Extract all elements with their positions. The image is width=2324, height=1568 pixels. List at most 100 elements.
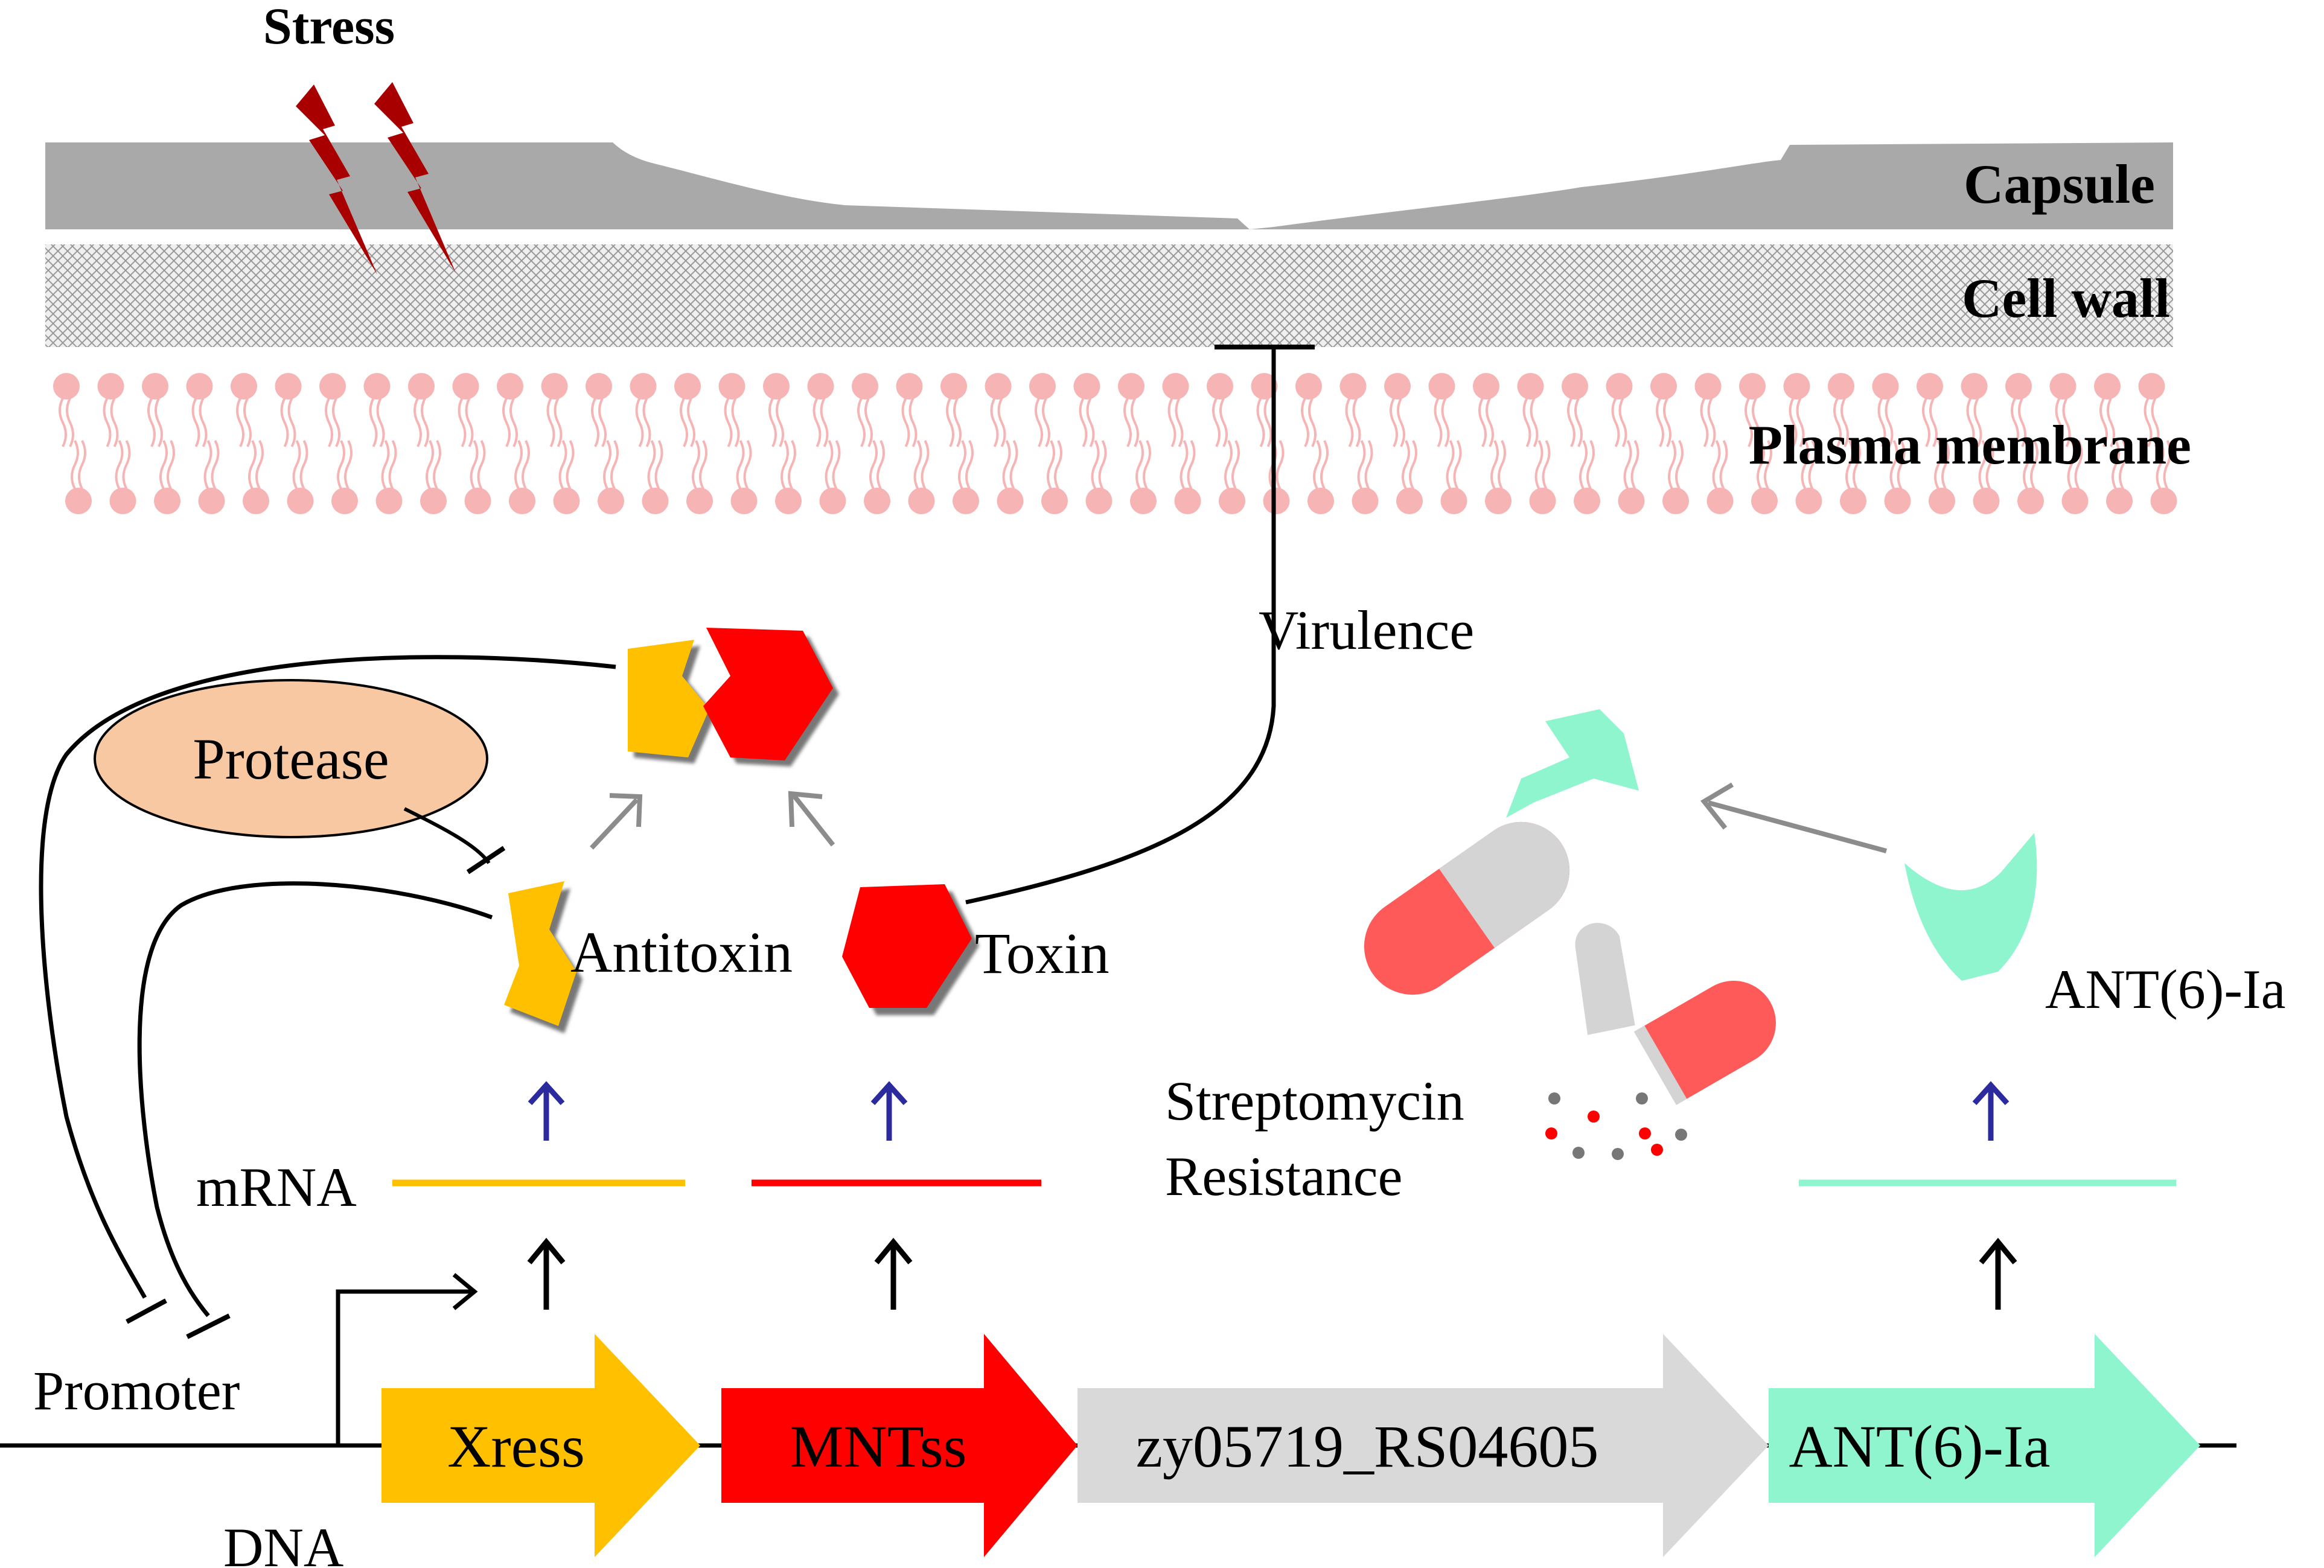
lipid-head	[763, 373, 790, 400]
lipid-tail	[1922, 398, 1938, 447]
lipid-head	[1574, 488, 1600, 514]
lipid-tail	[692, 440, 707, 489]
lipid-tail	[913, 440, 930, 489]
transcription-arrow-icon	[527, 1237, 566, 1310]
ant-bound-protein-icon	[1506, 709, 1639, 818]
lipid-head	[718, 373, 745, 400]
lipid-head	[1029, 373, 1056, 400]
lipid-tail	[603, 440, 619, 489]
gene-mntss: MNTss	[721, 1334, 1077, 1557]
resistance-label: Resistance	[1165, 1146, 1402, 1207]
lipid-tail	[71, 440, 86, 489]
lipid-head	[1872, 373, 1899, 400]
cell-wall-label: Cell wall	[1962, 267, 2170, 329]
capsule-label: Capsule	[1964, 153, 2155, 215]
lipid-tail	[2144, 398, 2160, 447]
lipid-tail	[958, 440, 974, 489]
lipid-tail	[1313, 440, 1329, 489]
lipid-head	[630, 373, 657, 400]
lipid-tail	[458, 398, 474, 447]
lipid-head	[408, 373, 435, 400]
lipid-tail	[1877, 398, 1894, 447]
translation-arrow-icon	[1972, 1081, 2010, 1141]
lipid-tail	[1522, 398, 1539, 447]
lipid-head	[940, 373, 967, 400]
gene-ant-arrow	[1769, 1334, 2200, 1557]
lipid-tail	[546, 398, 563, 447]
lipid-head	[1073, 373, 1100, 400]
lipid-head	[509, 488, 535, 514]
protease-label: Protease	[193, 727, 389, 791]
lipid-tail	[147, 398, 163, 447]
lipid-head	[186, 373, 213, 400]
lipid-head	[420, 488, 447, 514]
lipid-head	[1307, 488, 1334, 514]
lipid-head	[1739, 373, 1766, 400]
lipid-head	[275, 373, 302, 400]
lipid-head	[1783, 373, 1810, 400]
lipid-head	[1929, 488, 1955, 514]
lipid-tail	[1801, 440, 1817, 489]
lipid-head	[1485, 488, 1512, 514]
lipid-head	[1917, 373, 1943, 400]
lipid-tail	[1091, 440, 1107, 489]
lipid-head	[674, 373, 701, 400]
gene-ant-label: ANT(6)-Ia	[1789, 1413, 2050, 1480]
lipid-head	[775, 488, 802, 514]
promoter-arrowhead-icon	[452, 1273, 478, 1310]
lipid-tail	[1611, 398, 1627, 447]
complex-feedback-line	[39, 655, 616, 1299]
lipid-head	[1973, 488, 2000, 514]
lipid-tail	[369, 398, 385, 447]
gene-mntss-arrow	[721, 1334, 1077, 1557]
lipid-head	[1706, 488, 1734, 514]
lipid-tail	[558, 440, 575, 489]
lipid-tail	[736, 440, 752, 489]
arrowhead-icon	[609, 793, 643, 827]
toxin-label: Toxin	[975, 921, 1109, 986]
lipid-tail	[1434, 398, 1450, 447]
lipid-head	[231, 373, 257, 400]
stress-label: Stress	[263, 0, 395, 55]
lipid-head	[2138, 373, 2165, 400]
lipid-head	[464, 488, 491, 514]
promoter-label: Promoter	[33, 1360, 240, 1421]
lipid-head	[586, 373, 612, 400]
lipid-head	[642, 488, 669, 514]
lipid-head	[1884, 488, 1911, 514]
ta-complex-icon	[628, 628, 839, 766]
lipid-tail	[2156, 440, 2172, 489]
lipid-head	[686, 488, 713, 514]
gene-xress-arrow	[381, 1334, 700, 1557]
lipid-tail	[1047, 440, 1062, 489]
lipid-tail	[1567, 398, 1583, 447]
streptomycin-capsule-icon	[1364, 821, 1570, 995]
lipid-tail	[159, 440, 175, 489]
lipid-head	[1428, 373, 1455, 400]
protease-inhibition-line	[403, 807, 491, 864]
lipid-head	[1207, 373, 1233, 400]
lipid-head	[97, 373, 124, 400]
lipid-tail	[292, 440, 308, 489]
lipid-tail	[191, 398, 208, 447]
lipid-tail	[901, 398, 918, 447]
streptomycin-label: Streptomycin	[1165, 1070, 1464, 1132]
lipid-head	[997, 488, 1024, 514]
gene-xress: Xress	[381, 1334, 700, 1557]
antitoxin-feedback-line	[137, 881, 493, 1318]
arrowhead-icon	[788, 791, 823, 827]
virulence-label: Virulence	[1259, 599, 1474, 661]
lipid-head	[1529, 488, 1556, 514]
lipid-head	[375, 488, 403, 514]
lipid-head	[65, 488, 92, 514]
lipid-head	[198, 488, 225, 514]
lipid-tail	[2011, 398, 2026, 447]
lipid-head	[2049, 373, 2077, 400]
lipid-tail	[1357, 440, 1373, 489]
lipid-tail	[2055, 398, 2071, 447]
lipid-tail	[812, 398, 829, 447]
lipid-head	[2094, 373, 2121, 400]
plasma-membrane-label: Plasma membrane	[1749, 414, 2191, 476]
lipid-head	[908, 488, 935, 514]
cell-wall-layer	[45, 244, 2173, 347]
